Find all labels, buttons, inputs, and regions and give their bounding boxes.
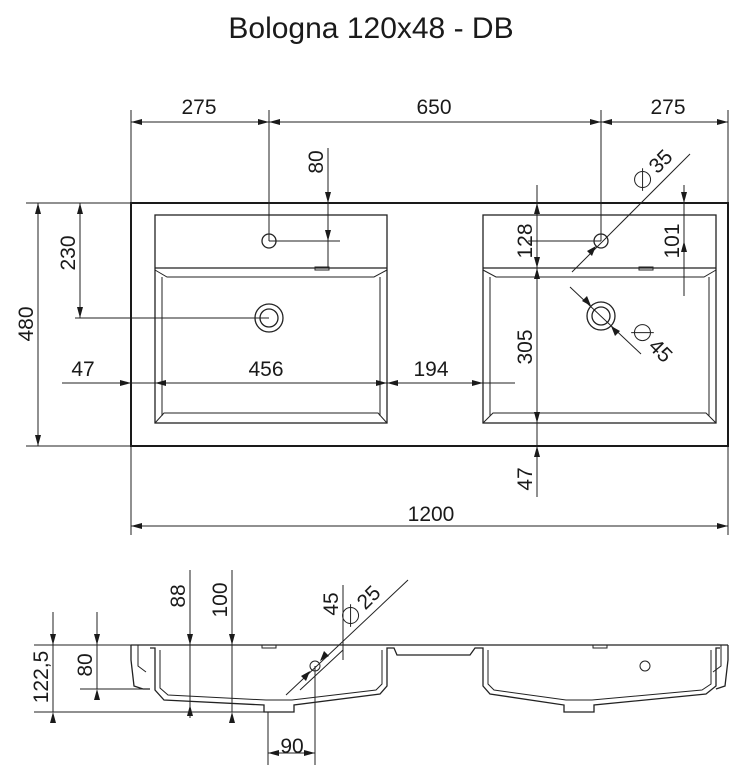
label-tap-diameter: 35 <box>634 145 678 191</box>
dim-section-88: 88 <box>167 584 190 607</box>
dim-top-left: 275 <box>181 96 216 119</box>
dim-top-middle: 650 <box>416 96 451 119</box>
dim-tap-from-back: 101 <box>661 223 684 258</box>
dim-total-width: 1200 <box>408 503 455 526</box>
drawing-title: Bologna 120x48 - DB <box>228 12 514 45</box>
dim-section-height-inner: 80 <box>74 653 97 676</box>
label-drain-diameter: 45 <box>631 324 677 368</box>
dim-section-drain: 25 <box>353 581 386 614</box>
right-drain-inner <box>591 306 611 326</box>
section-view <box>34 570 729 765</box>
dim-drain-diameter: 45 <box>644 335 677 368</box>
dim-left-margin: 47 <box>71 358 94 381</box>
dim-top-right: 275 <box>650 96 685 119</box>
dim-section-45: 45 <box>320 592 343 615</box>
dim-basin-width: 456 <box>248 358 283 381</box>
dim-basin-lower-right: 305 <box>514 329 537 364</box>
dim-section-90: 90 <box>280 735 303 758</box>
dim-section-height-outer: 122,5 <box>30 651 53 704</box>
dim-front-margin: 47 <box>514 467 537 490</box>
countertop-outline <box>130 202 729 447</box>
dim-tap-diameter: 35 <box>645 145 678 178</box>
left-basin <box>154 214 388 424</box>
dim-basin-upper-right: 128 <box>514 223 537 258</box>
right-drain-outer <box>586 301 616 331</box>
top-view <box>26 110 729 535</box>
label-section-drain-diameter: 25 <box>342 581 386 627</box>
right-basin <box>482 214 717 424</box>
dim-total-depth: 480 <box>15 306 38 341</box>
dim-tap-offset: 80 <box>305 150 328 173</box>
dim-section-100: 100 <box>209 582 232 617</box>
dim-basin-gap: 194 <box>413 358 448 381</box>
dim-basin-upper-left: 230 <box>57 235 80 270</box>
